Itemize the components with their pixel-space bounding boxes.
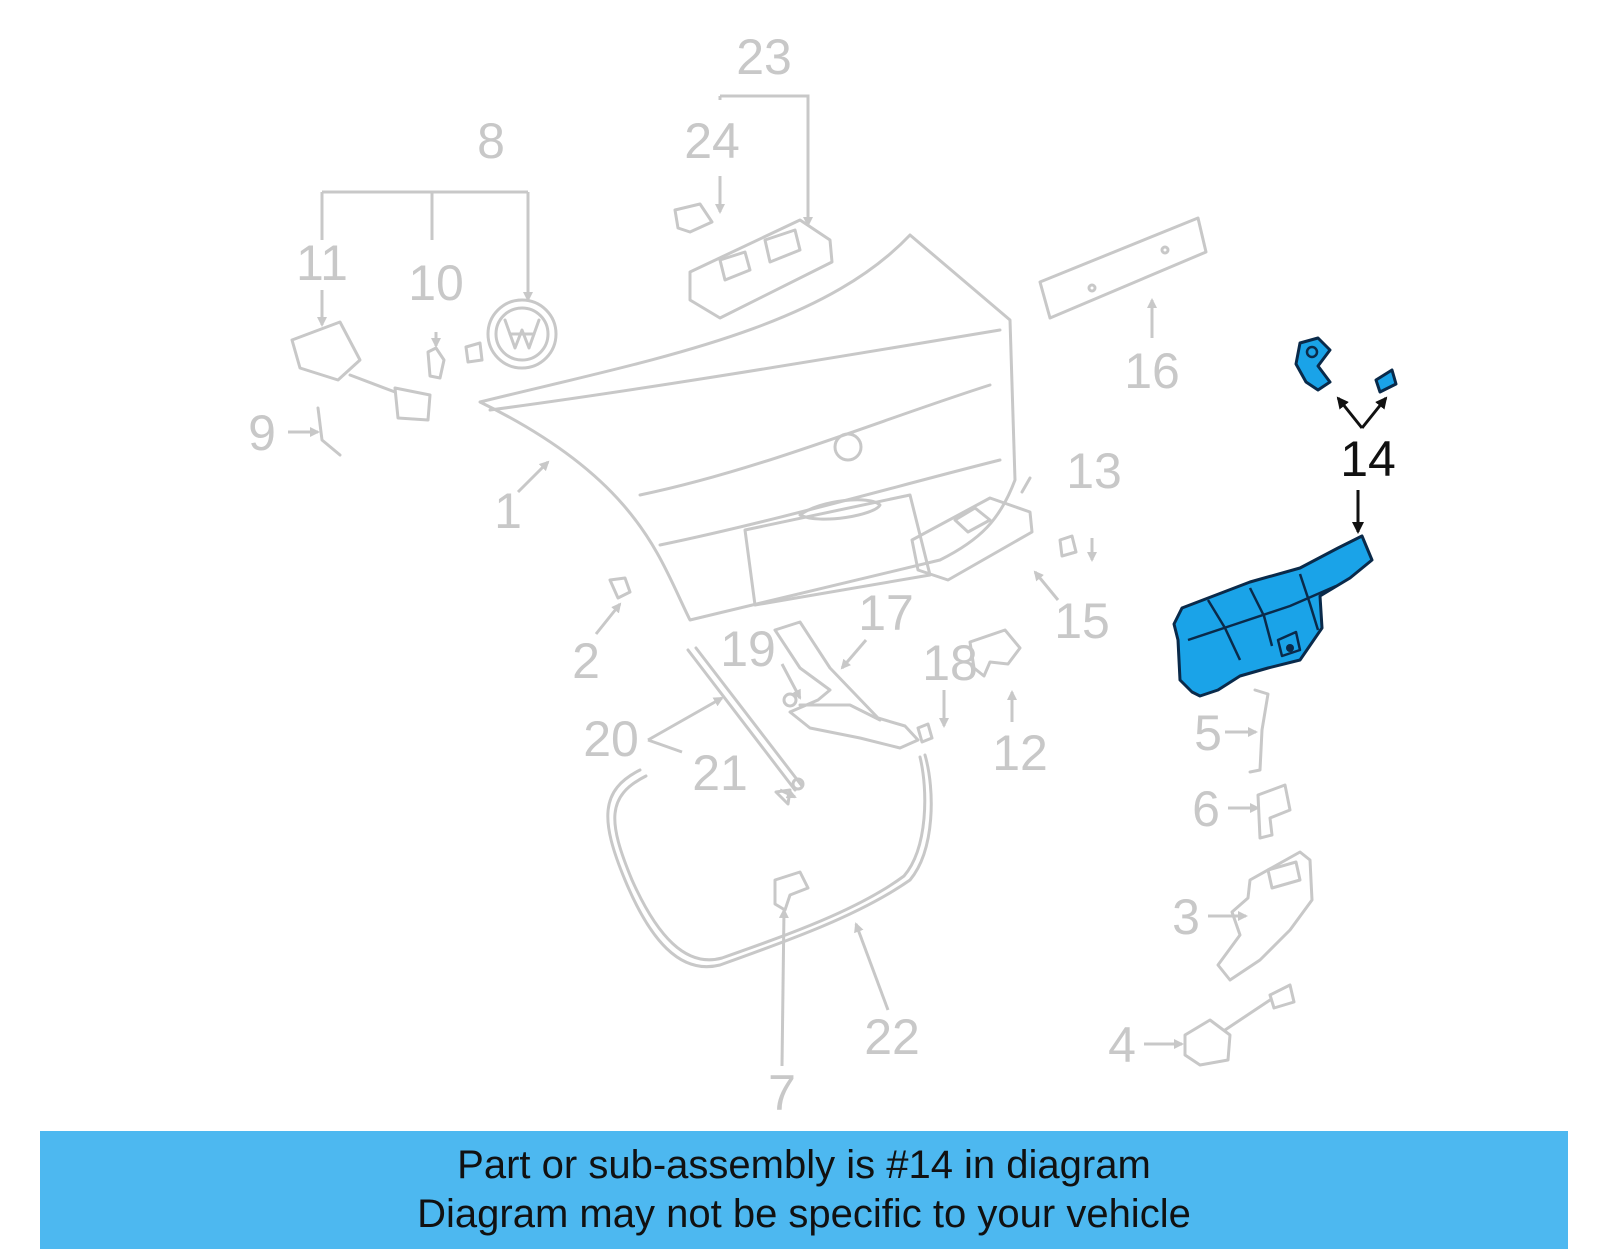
callout-11: 11 [296,235,348,291]
bumper-stop-part [773,870,810,912]
callout-5: 5 [1194,705,1222,761]
callout-10: 10 [408,255,464,311]
callout-2: 2 [572,633,600,689]
callout-22: 22 [864,1009,920,1065]
callout-21: 21 [692,745,748,801]
callout-8: 8 [477,113,505,169]
callout-19: 19 [720,621,776,677]
callout-6: 6 [1192,781,1220,837]
caption-line-disclaimer: Diagram may not be specific to your vehi… [417,1192,1191,1236]
callout-7: 7 [768,1065,796,1121]
callout-18: 18 [922,635,978,691]
caption-line-part-number: Part or sub-assembly is #14 in diagram [457,1143,1151,1187]
highlighted-part-14 [1172,336,1398,698]
leader-lines [288,94,1388,1067]
callout-3: 3 [1172,889,1200,945]
callout-13: 13 [1066,443,1122,499]
bracket-part [916,628,1022,744]
trunk-lamp-part [910,476,1078,582]
callout-15: 15 [1054,593,1110,649]
weatherstrip-part [606,753,933,969]
license-light-part [673,202,834,320]
emblem-assembly-part [290,298,558,422]
callout-12: 12 [992,725,1048,781]
callout-1: 1 [494,483,522,539]
callout-23: 23 [736,29,792,85]
trunk-lid-part [478,233,1017,622]
caption-banner: Part or sub-assembly is #14 in diagram D… [40,1131,1568,1249]
callout-17: 17 [858,585,914,641]
callout-labels: 23 24 8 11 10 9 1 2 16 13 15 17 19 18 12… [248,29,1396,1121]
callout-20: 20 [583,711,639,767]
callout-4: 4 [1108,1017,1136,1073]
latch-assembly-part [1183,688,1314,1067]
rod-part [316,406,342,457]
callout-9: 9 [248,405,276,461]
clip-part [608,576,632,600]
callout-16: 16 [1124,343,1180,399]
callout-24: 24 [684,113,740,169]
callout-14: 14 [1340,431,1396,487]
trim-strip-part [1038,216,1208,320]
